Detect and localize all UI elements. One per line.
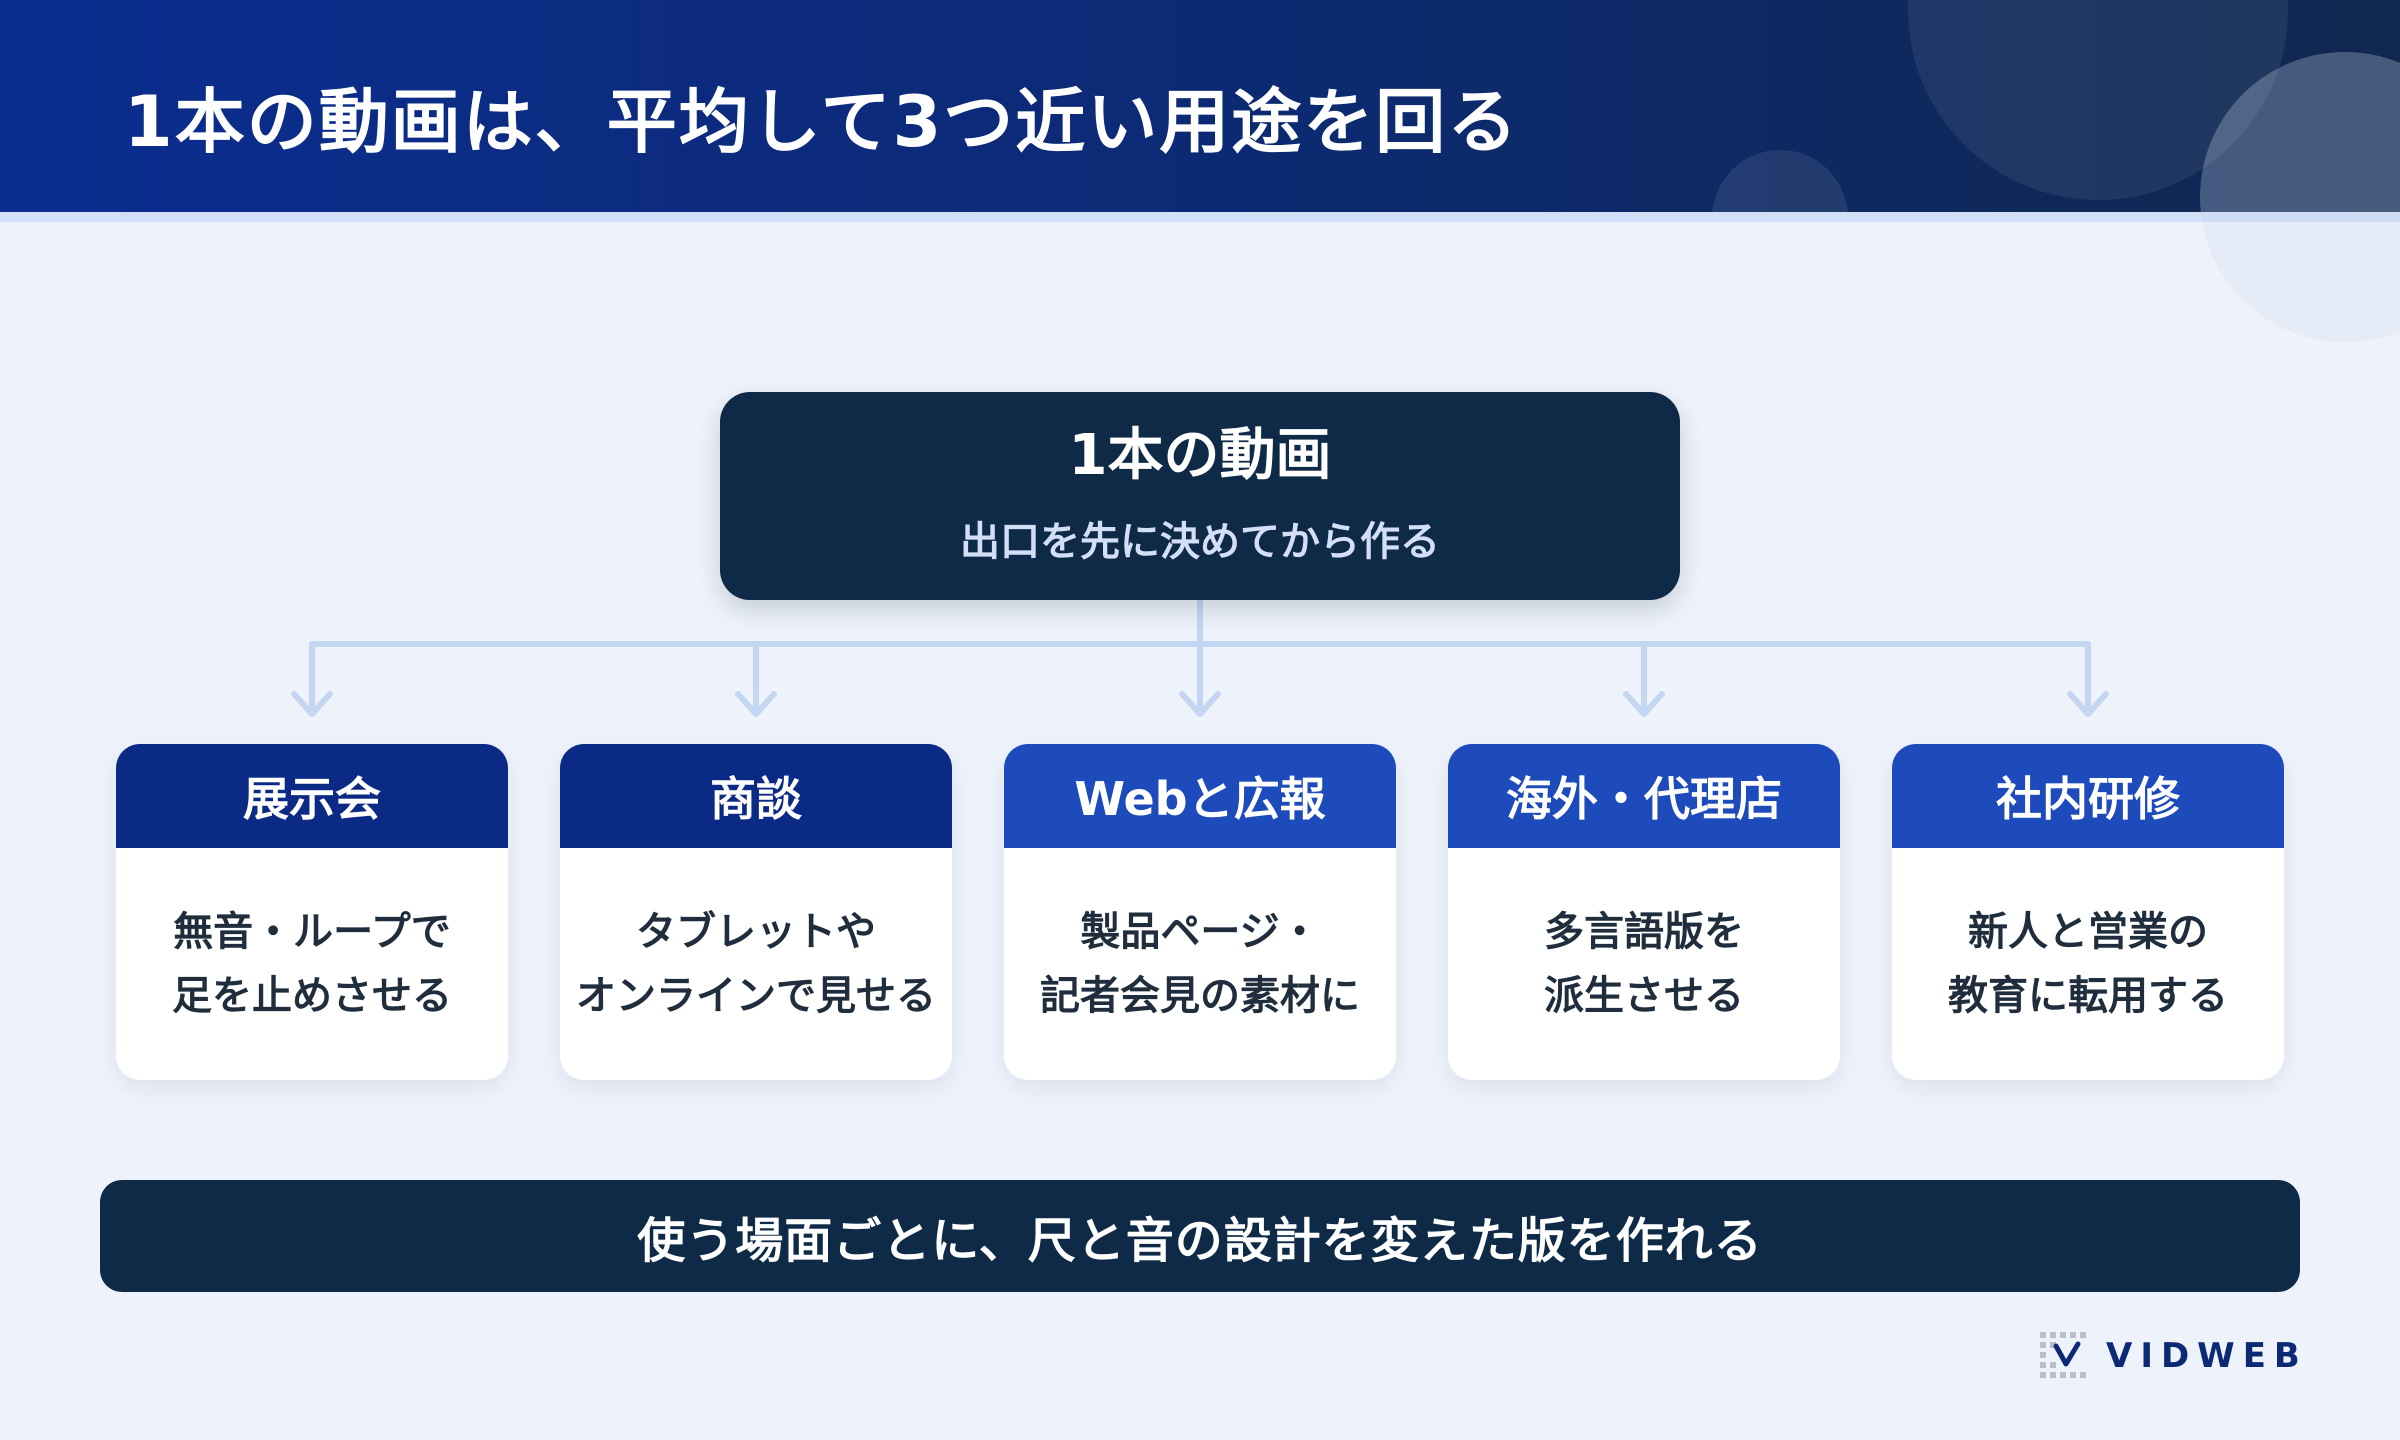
arrow-head-1 <box>291 691 333 717</box>
header-bar: 1本の動画は、平均して3つ近い用途を回る <box>0 0 2400 212</box>
use-case-card-sales-meeting: 商談 タブレットや オンラインで見せる <box>560 744 952 1080</box>
use-case-card-overseas: 海外・代理店 多言語版を 派生させる <box>1448 744 1840 1080</box>
card-header: 海外・代理店 <box>1448 744 1840 848</box>
card-text-line: 製品ページ・ <box>1080 909 1320 955</box>
card-header: 商談 <box>560 744 952 848</box>
card-header: 社内研修 <box>1892 744 2284 848</box>
summary-banner: 使う場面ごとに、尺と音の設計を変えた版を作れる <box>100 1180 2300 1292</box>
card-text-line: 多言語版を <box>1544 909 1744 955</box>
card-text-line: タブレットや <box>636 909 876 955</box>
card-text-line: 新人と営業の <box>1968 909 2208 955</box>
vidweb-logo-icon <box>2040 1332 2086 1378</box>
card-text-line: 派生させる <box>1544 973 1744 1019</box>
card-text-line: 教育に転用する <box>1948 973 2228 1019</box>
logo-text: VIDWEB <box>2106 1336 2308 1376</box>
page-title: 1本の動画は、平均して3つ近い用途を回る <box>124 81 1520 163</box>
arrow-head-3 <box>1179 691 1221 717</box>
arrow-head-2 <box>735 691 777 717</box>
card-body: 新人と営業の 教育に転用する <box>1892 848 2284 1080</box>
use-case-card-exhibition: 展示会 無音・ループで 足を止めさせる <box>116 744 508 1080</box>
root-node-title: 1本の動画 <box>1068 423 1332 489</box>
card-header: 展示会 <box>116 744 508 848</box>
brand-logo: VIDWEB <box>2038 1326 2308 1386</box>
root-node-subtitle: 出口を先に決めてから作る <box>960 518 1440 565</box>
card-text-line: オンラインで見せる <box>576 973 936 1019</box>
use-case-card-training: 社内研修 新人と営業の 教育に転用する <box>1892 744 2284 1080</box>
arrow-head-4 <box>1623 691 1665 717</box>
use-case-card-web-pr: Webと広報 製品ページ・ 記者会見の素材に <box>1004 744 1396 1080</box>
card-text-line: 記者会見の素材に <box>1040 973 1360 1019</box>
decorative-circle <box>1712 150 1848 212</box>
card-body: 多言語版を 派生させる <box>1448 848 1840 1080</box>
card-text-line: 無音・ループで <box>173 909 451 955</box>
card-body: 製品ページ・ 記者会見の素材に <box>1004 848 1396 1080</box>
card-body: 無音・ループで 足を止めさせる <box>116 848 508 1080</box>
root-node: 1本の動画 出口を先に決めてから作る <box>720 392 1680 600</box>
header-divider <box>0 212 2400 222</box>
arrow-head-5 <box>2067 691 2109 717</box>
card-text-line: 足を止めさせる <box>172 973 452 1019</box>
card-body: タブレットや オンラインで見せる <box>560 848 952 1080</box>
card-header: Webと広報 <box>1004 744 1396 848</box>
